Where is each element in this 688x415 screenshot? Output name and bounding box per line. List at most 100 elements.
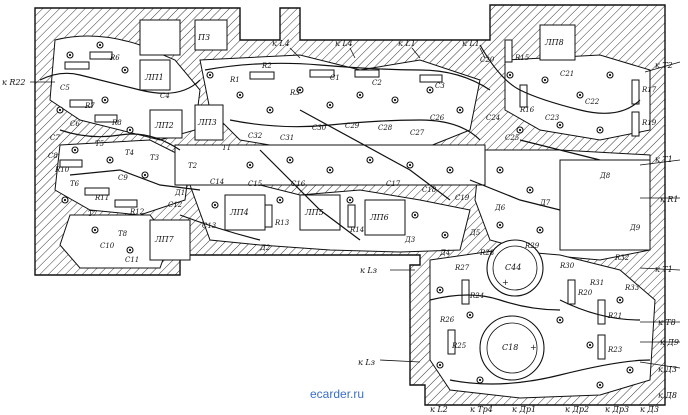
component-label: C26 [430, 114, 445, 122]
component-label: Д6 [494, 204, 506, 212]
component-label: Д1 [174, 189, 185, 197]
pad-hole [578, 93, 582, 97]
component-label: C24 [486, 114, 500, 122]
pad-hole [73, 148, 77, 152]
component-label: C12 [168, 201, 183, 209]
component-label: C16 [291, 180, 306, 188]
component-label: R26 [439, 316, 455, 324]
component-label: R2 [261, 62, 272, 70]
resistors [59, 39, 640, 360]
component-label: C4 [160, 92, 170, 100]
component-label: T3 [150, 154, 160, 162]
pad-hole [208, 73, 212, 77]
component-label: Д9 [629, 224, 641, 232]
component-label: R16 [519, 106, 535, 114]
pad-hole [143, 173, 147, 177]
component-label: R13 [274, 219, 290, 227]
electrolytic-capacitors [479, 239, 545, 381]
chip-label: ЛП3 [197, 118, 217, 127]
component-label: C32 [248, 132, 263, 140]
label-right-d3: к Д3 [658, 365, 677, 374]
bottom-labels: к L2 к Tр4 к Др1 к Др2 к Др3 к Д3 [430, 405, 659, 414]
pad-hole [68, 53, 72, 57]
pad-hole [543, 78, 547, 82]
pad-hole [598, 128, 602, 132]
traces [30, 44, 681, 385]
pad-hole [538, 228, 542, 232]
component-label: T5 [95, 140, 105, 148]
pad-hole [518, 128, 522, 132]
component-label: R29 [524, 242, 540, 250]
component-label: T8 [118, 230, 128, 238]
cap-c18-label: C18 [502, 343, 518, 352]
pad-hole [123, 68, 127, 72]
component-label: C30 [312, 124, 327, 132]
component-label: R25 [451, 342, 467, 350]
pad-hole [618, 298, 622, 302]
component-label: C27 [410, 129, 425, 137]
label-top-l4: к L4 [272, 39, 290, 48]
component-label: C21 [560, 70, 574, 78]
pad-hole [478, 378, 482, 382]
chip-label: ЛП5 [304, 208, 324, 217]
component-labels: R1R2R3R6R7R8R10R11R12R13R14R15R16R17R19R… [48, 54, 657, 354]
component-label: R27 [454, 264, 470, 272]
component-label: C1 [330, 74, 340, 82]
component-label: T2 [188, 162, 198, 170]
component-label: R12 [129, 208, 145, 216]
cap-c44-label: C44 [505, 263, 521, 272]
component-label: C9 [118, 174, 128, 182]
label-right-t8: к T8 [658, 318, 676, 327]
pad-hole [608, 73, 612, 77]
component-label: R31 [589, 279, 604, 287]
pad-hole [328, 103, 332, 107]
pad-hole [588, 343, 592, 347]
component-label: R20 [577, 289, 593, 297]
label-right-r1: к R1 [660, 195, 678, 204]
pad-hole [238, 93, 242, 97]
component-label: C25 [505, 134, 520, 142]
watermark: ecarder.ru [310, 387, 364, 401]
component-label: Д7 [539, 199, 551, 207]
component-label: Д2 [259, 244, 271, 252]
component-label: R8 [111, 119, 122, 127]
pad-hole [508, 73, 512, 77]
bottom-label-2: к Tр4 [470, 405, 493, 414]
electrolytic-labels: C44 + C18 + [502, 263, 537, 352]
component-label: C31 [280, 134, 294, 142]
pad-hole [598, 383, 602, 387]
pad-hole [103, 98, 107, 102]
component-label: C2 [372, 79, 382, 87]
pad-hole [298, 88, 302, 92]
pads [56, 41, 634, 389]
pad-hole [428, 88, 432, 92]
pad-hole [438, 288, 442, 292]
component-label: C11 [125, 256, 139, 264]
pad-hole [558, 318, 562, 322]
component-label: T6 [70, 180, 80, 188]
bottom-label-1: к L2 [430, 405, 448, 414]
chip-label: ЛП8 [544, 38, 564, 47]
component-label: T1 [222, 144, 231, 152]
chip-label: ЛП1 [144, 73, 164, 82]
pad-hole [248, 163, 252, 167]
pad-hole [128, 248, 132, 252]
chip-label: ПЗ [197, 33, 210, 42]
label-right-d9: к Д9 [660, 338, 679, 347]
pad-hole [268, 108, 272, 112]
pad-hole [368, 158, 372, 162]
component-label: Д4 [439, 249, 450, 257]
component-label: R10 [54, 166, 70, 174]
pad-hole [413, 213, 417, 217]
component-label: C6 [70, 120, 80, 128]
component-label: R14 [349, 226, 364, 234]
pad-hole [408, 163, 412, 167]
edge-labels: к R22 к T2 к T1 к R1 к T1 к T8 к Д9 к Д3… [2, 39, 679, 400]
pad-hole [498, 223, 502, 227]
pad-hole [498, 168, 502, 172]
pad-hole [128, 128, 132, 132]
label-left-l15: к Lз [358, 358, 375, 367]
component-label: C29 [345, 122, 360, 130]
